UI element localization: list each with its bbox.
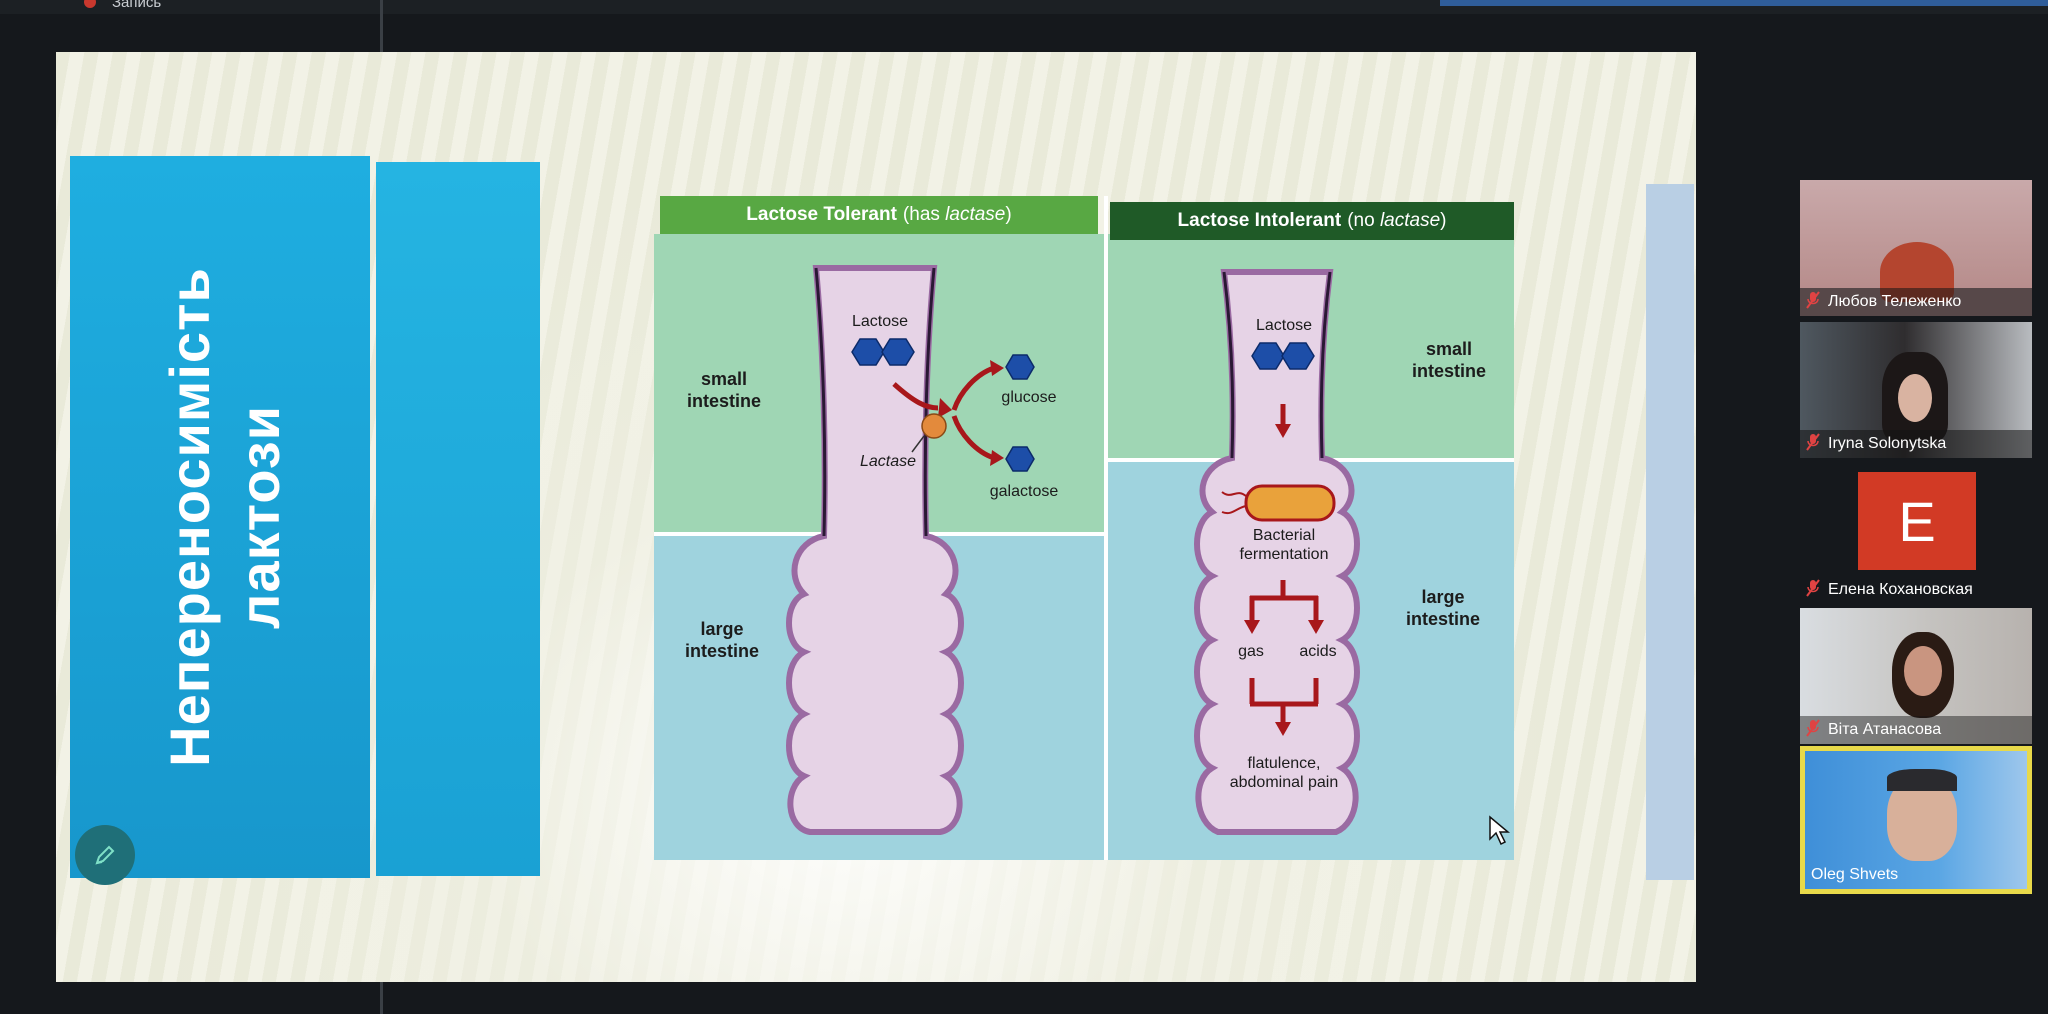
- galactose-label: galactose: [989, 483, 1059, 500]
- window-divider: [380, 978, 383, 1014]
- participant-name-bar: Iryna Solonytska: [1800, 430, 2032, 458]
- slide-accent-panel: [376, 162, 540, 876]
- tolerant-intestine-tube: [786, 265, 964, 835]
- acids-label: acids: [1299, 643, 1337, 660]
- lactose-molecule-right: [1251, 342, 1315, 370]
- small-intestine-label: small intestine: [686, 369, 761, 411]
- pen-icon: [95, 845, 115, 865]
- bacterium: [1244, 484, 1336, 522]
- glucose-molecule: [1005, 354, 1035, 380]
- lactase-label: Lactase: [859, 453, 917, 470]
- slide-title: Непереносимість лактози: [158, 267, 291, 767]
- participant-name-bar: Любов Тележенко: [1800, 288, 2032, 316]
- participant-tile[interactable]: Віта Атанасова: [1800, 608, 2032, 744]
- participant-name: Oleg Shvets: [1811, 866, 1899, 883]
- participant-name: Любов Тележенко: [1828, 293, 1962, 310]
- cursor-icon: [1489, 815, 1510, 846]
- participant-name: Елена Кохановская: [1828, 581, 1973, 598]
- participant-tile[interactable]: Iryna Solonytska: [1800, 322, 2032, 458]
- participant-tile[interactable]: Любов Тележенко: [1800, 180, 2032, 316]
- next-slide-edge: [1646, 184, 1694, 880]
- participant-tile-active-speaker[interactable]: Oleg Shvets: [1800, 746, 2032, 894]
- record-icon: [84, 0, 96, 8]
- participant-tile[interactable]: E Елена Кохановская: [1800, 468, 2032, 604]
- participant-face: [1898, 374, 1932, 422]
- galactose-molecule: [1005, 446, 1035, 472]
- glucose-label: glucose: [1001, 389, 1057, 406]
- bacterial-fermentation-label: Bacterial fermentation: [1239, 527, 1329, 563]
- small-intestine-label: small intestine: [1411, 339, 1486, 381]
- large-intestine-label: large intestine: [684, 619, 759, 661]
- intolerant-header: Lactose Intolerant (no lactase): [1110, 202, 1514, 240]
- lactose-label: Lactose: [851, 313, 909, 330]
- annotate-button[interactable]: [75, 825, 135, 885]
- mic-muted-icon: [1806, 290, 1820, 314]
- diagram-graphic: [654, 196, 1514, 860]
- lactase-enzyme: [921, 413, 947, 439]
- lactose-molecule-left: [851, 338, 915, 366]
- participant-name: Віта Атанасова: [1828, 721, 1942, 738]
- large-intestine-label: large intestine: [1405, 587, 1480, 629]
- recording-label: Запись: [112, 0, 162, 11]
- gas-label: gas: [1238, 643, 1264, 660]
- toolbar-strip: [1440, 0, 2048, 6]
- participant-name-bar: Елена Кохановская: [1800, 576, 2032, 604]
- symptoms-label: flatulence, abdominal pain: [1229, 755, 1339, 791]
- participant-name: Iryna Solonytska: [1828, 435, 1947, 452]
- mic-muted-icon: [1806, 718, 1820, 742]
- participant-face: [1904, 646, 1942, 696]
- participant-avatar: E: [1858, 472, 1976, 570]
- slide-title-panel: [70, 156, 370, 878]
- lactose-label: Lactose: [1255, 317, 1313, 334]
- lactose-diagram: Lactose Tolerant (has lactase) Lactose I…: [654, 196, 1514, 860]
- mic-muted-icon: [1806, 578, 1820, 602]
- participant-hair: [1887, 769, 1957, 791]
- tolerant-header: Lactose Tolerant (has lactase): [660, 196, 1098, 234]
- mic-muted-icon: [1806, 432, 1820, 456]
- participant-name-bar: Віта Атанасова: [1800, 716, 2032, 744]
- participant-name-bar: Oleg Shvets: [1805, 861, 2027, 889]
- meeting-top-bar: Запись: [0, 0, 2048, 14]
- window-divider: [380, 0, 383, 58]
